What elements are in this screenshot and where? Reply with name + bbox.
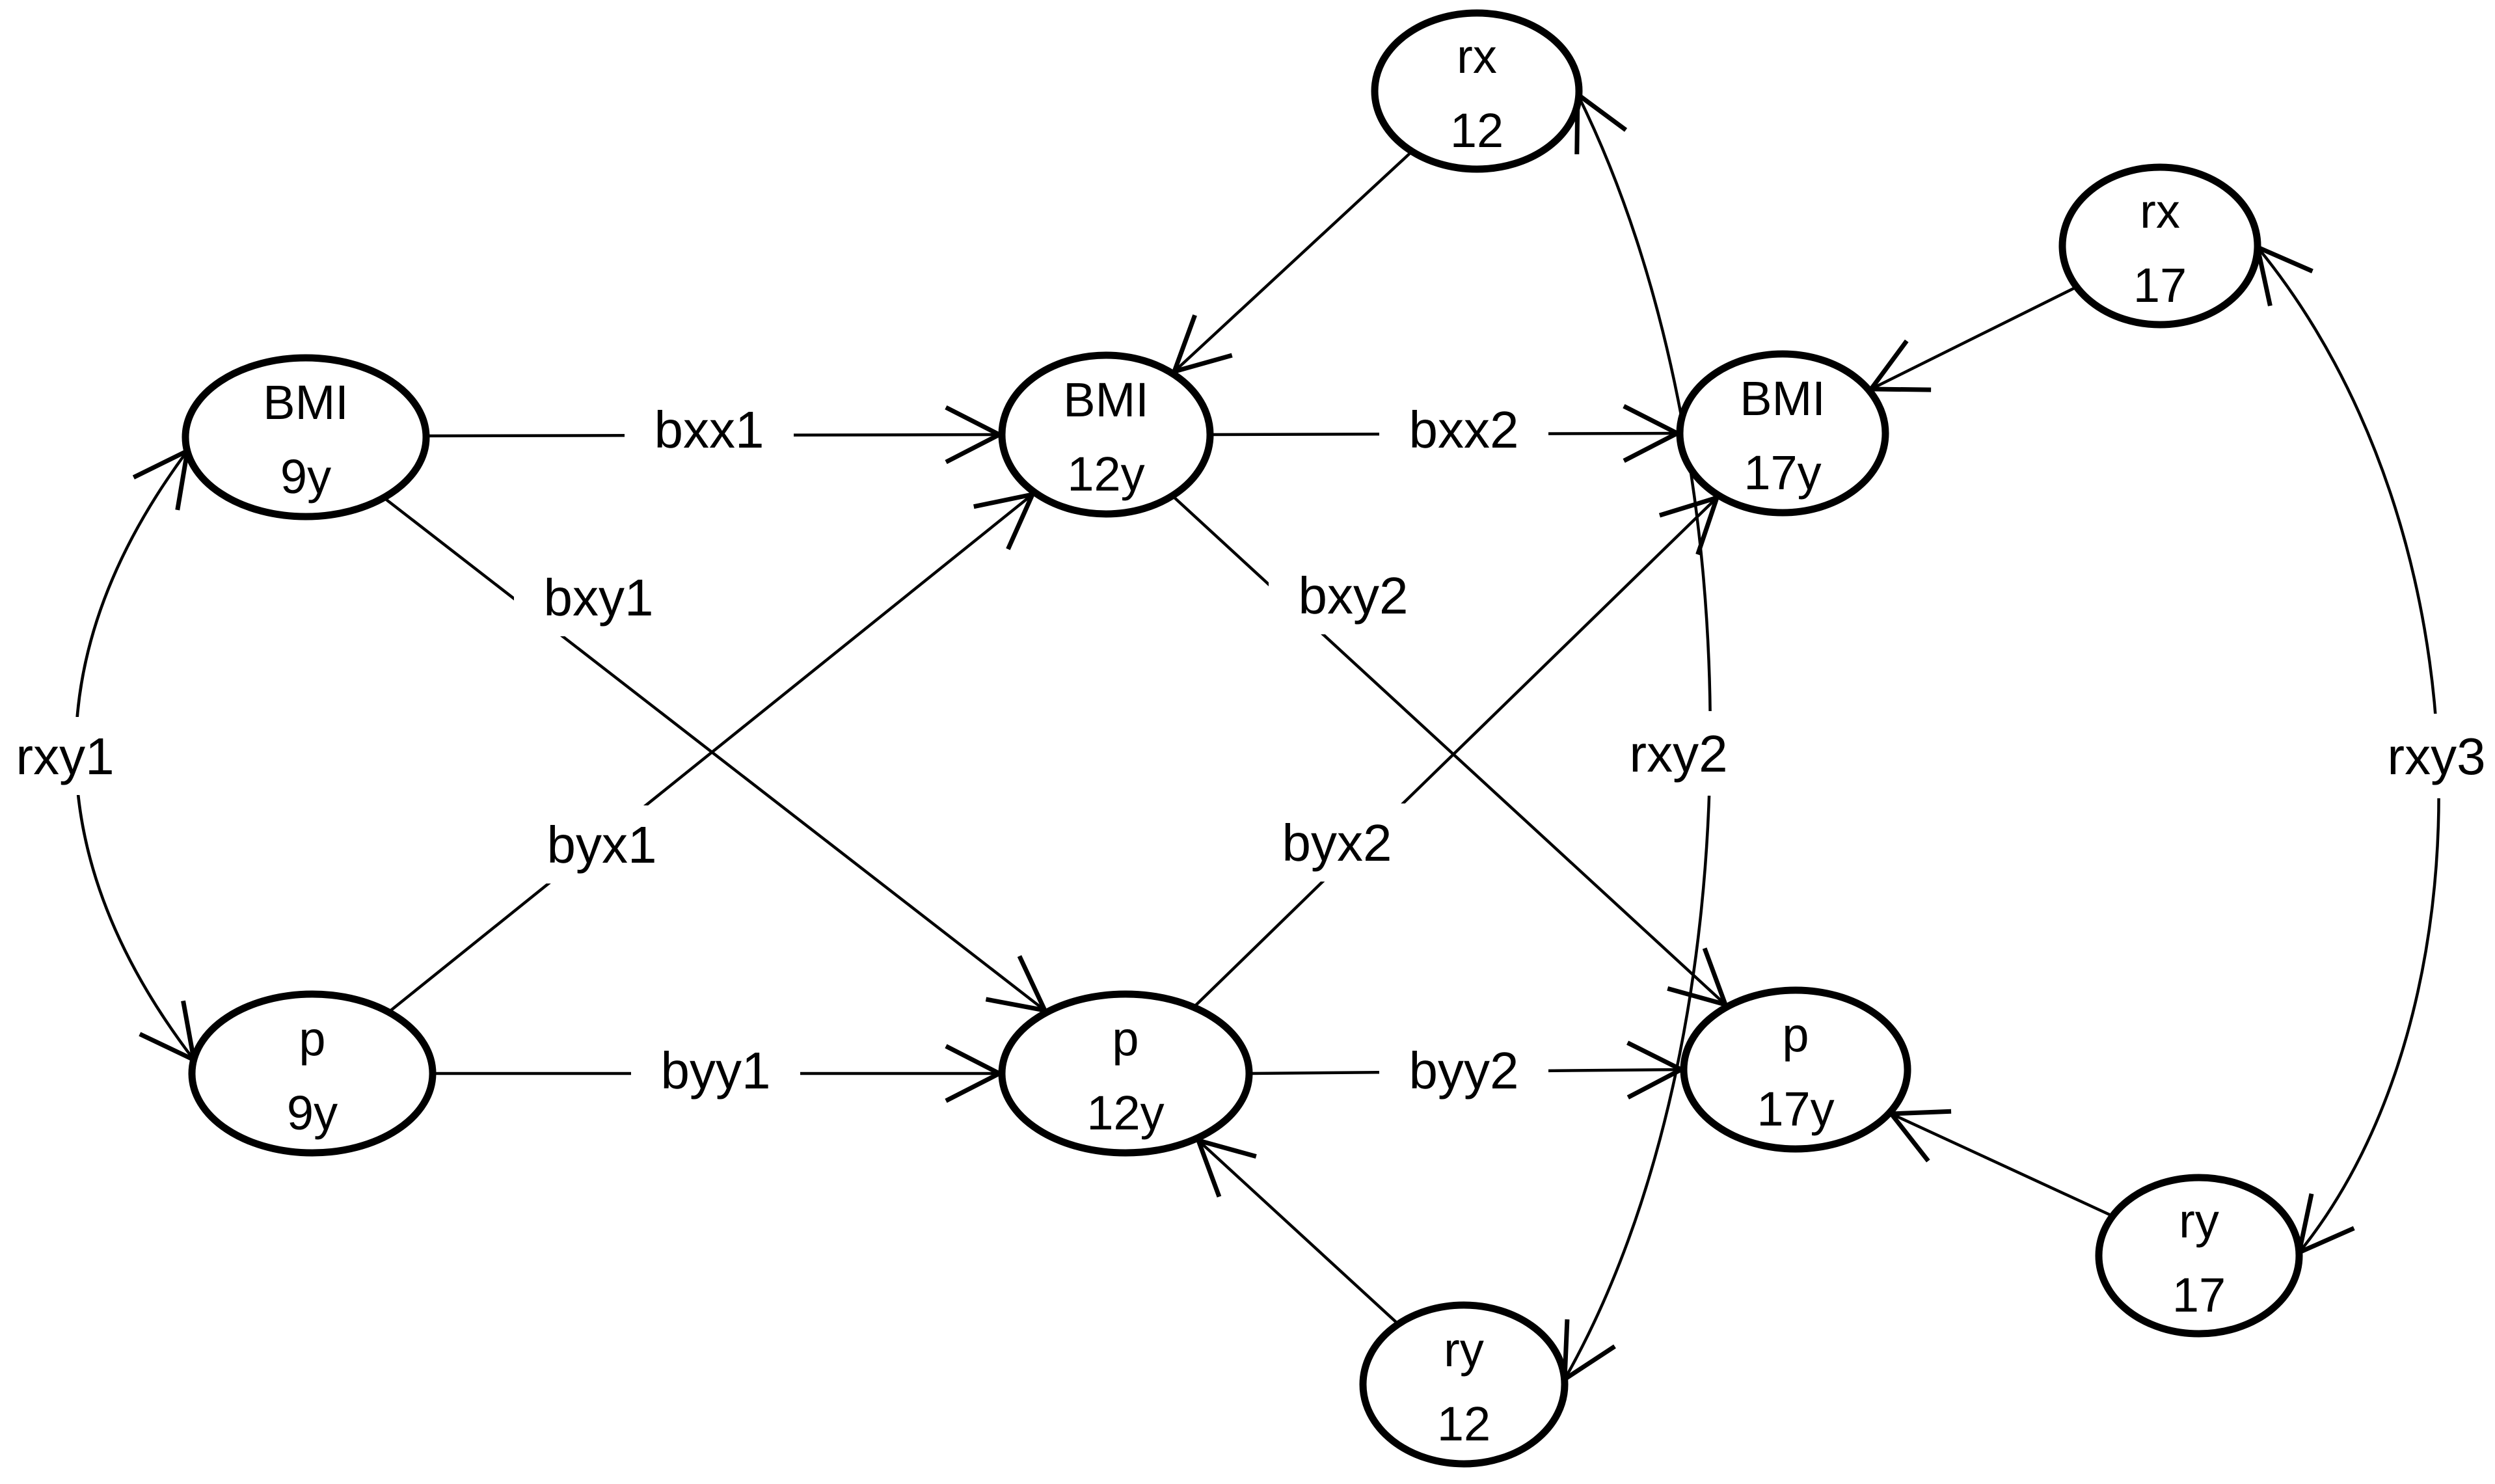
label-text: bxy1: [544, 569, 654, 627]
node-rx-12: rx 12: [1371, 9, 1583, 173]
edge-label-byy1: byy1: [631, 1031, 800, 1109]
arrow-byx1: [387, 491, 1036, 1014]
ellipse-bmi-17y: [1676, 350, 1889, 517]
arrow-ry17-to-p17: [1887, 1109, 2113, 1218]
label-bg: [1379, 1031, 1548, 1109]
arrow-rx17-to-bmi17: [1867, 285, 2078, 392]
node-label: ry: [1444, 1323, 1484, 1377]
node-label: rx: [2140, 184, 2180, 238]
edge-label-bxx1: bxx1: [625, 390, 794, 468]
label-bg: [631, 1031, 800, 1109]
label-bg: [625, 390, 794, 468]
edge-label-bxy2: bxy2: [1269, 556, 1438, 634]
node-label: 9y: [287, 1086, 338, 1140]
edge-label-bxy1: bxy1: [514, 558, 683, 636]
edge-label-byx2: byx2: [1252, 803, 1422, 882]
label-text: byx1: [547, 816, 657, 874]
ellipse-p-12y: [998, 990, 1253, 1157]
label-text: bxx2: [1409, 401, 1519, 459]
edge-label-byy2: byy2: [1379, 1031, 1548, 1109]
label-text: rxy3: [2387, 727, 2485, 785]
label-text: byx2: [1282, 814, 1392, 872]
node-ry-12: ry 12: [1359, 1301, 1569, 1468]
node-ry-17: ry 17: [2095, 1174, 2303, 1338]
arrow-bxy1: [383, 496, 1049, 1014]
arrow-rx12-to-bmi12: [1170, 150, 1413, 375]
label-bg: [1269, 556, 1438, 634]
ellipse-bmi-9y: [182, 354, 430, 520]
ellipse-rx-12: [1371, 9, 1583, 173]
label-text: byy1: [661, 1042, 771, 1100]
node-label: BMI: [263, 375, 349, 429]
node-label: rx: [1457, 29, 1497, 83]
node-label: BMI: [1740, 371, 1826, 425]
label-text: bxx1: [654, 401, 764, 459]
node-label: 12: [1450, 103, 1504, 157]
node-label: p: [299, 1012, 325, 1066]
node-bmi-17y: BMI 17y: [1676, 350, 1889, 517]
node-label: 12y: [1067, 447, 1144, 501]
label-text: rxy2: [1629, 725, 1727, 783]
node-label: ry: [2179, 1194, 2219, 1248]
ellipse-ry-12: [1359, 1301, 1569, 1468]
ellipse-ry-17: [2095, 1174, 2303, 1338]
node-label: p: [1782, 1008, 1809, 1062]
label-bg: [0, 717, 150, 795]
label-bg: [1379, 390, 1548, 468]
edge-labels: bxx1 bxy1 byx1 byy1 bxx2 bxy2: [0, 390, 2495, 1109]
node-label: 17: [2133, 258, 2187, 312]
label-bg: [517, 805, 686, 884]
label-bg: [2352, 714, 2495, 798]
arrow-byx2: [1193, 494, 1721, 1008]
node-label: 17y: [1757, 1082, 1834, 1136]
edge-label-rxy2: rxy2: [1594, 711, 1763, 796]
label-text: bxy2: [1299, 567, 1409, 625]
node-label: 12: [1437, 1397, 1490, 1451]
arrow-ry12-to-p12: [1194, 1137, 1399, 1325]
node-rx-17: rx 17: [2058, 163, 2261, 329]
nodes: BMI 9y p 9y BMI 12y p 12y BMI 17y: [182, 9, 2303, 1468]
ellipse-p-17y: [1680, 986, 1911, 1153]
edge-label-rxy3: rxy3: [2352, 714, 2495, 798]
label-text: byy2: [1409, 1042, 1519, 1100]
node-label: p: [1112, 1012, 1139, 1066]
node-label: 12y: [1086, 1086, 1164, 1140]
label-bg: [1594, 711, 1763, 796]
node-label: BMI: [1063, 373, 1149, 427]
edge-label-bxx2: bxx2: [1379, 390, 1548, 468]
edge-label-byx1: byx1: [517, 805, 686, 884]
node-p-12y: p 12y: [998, 990, 1253, 1157]
ellipse-bmi-12y: [998, 351, 1214, 518]
arrow-bxy2: [1171, 494, 1729, 1008]
node-label: 9y: [280, 450, 331, 504]
label-bg: [514, 558, 683, 636]
edge-label-rxy1: rxy1: [0, 717, 150, 795]
node-label: 17: [2172, 1268, 2226, 1322]
ellipse-p-9y: [188, 990, 437, 1157]
label-bg: [1252, 803, 1422, 882]
node-p-9y: p 9y: [188, 990, 437, 1157]
label-text: rxy1: [16, 727, 114, 785]
node-bmi-12y: BMI 12y: [998, 351, 1214, 518]
node-p-17y: p 17y: [1680, 986, 1911, 1153]
node-label: 17y: [1744, 446, 1821, 500]
node-bmi-9y: BMI 9y: [182, 354, 430, 520]
ellipse-rx-17: [2058, 163, 2261, 329]
